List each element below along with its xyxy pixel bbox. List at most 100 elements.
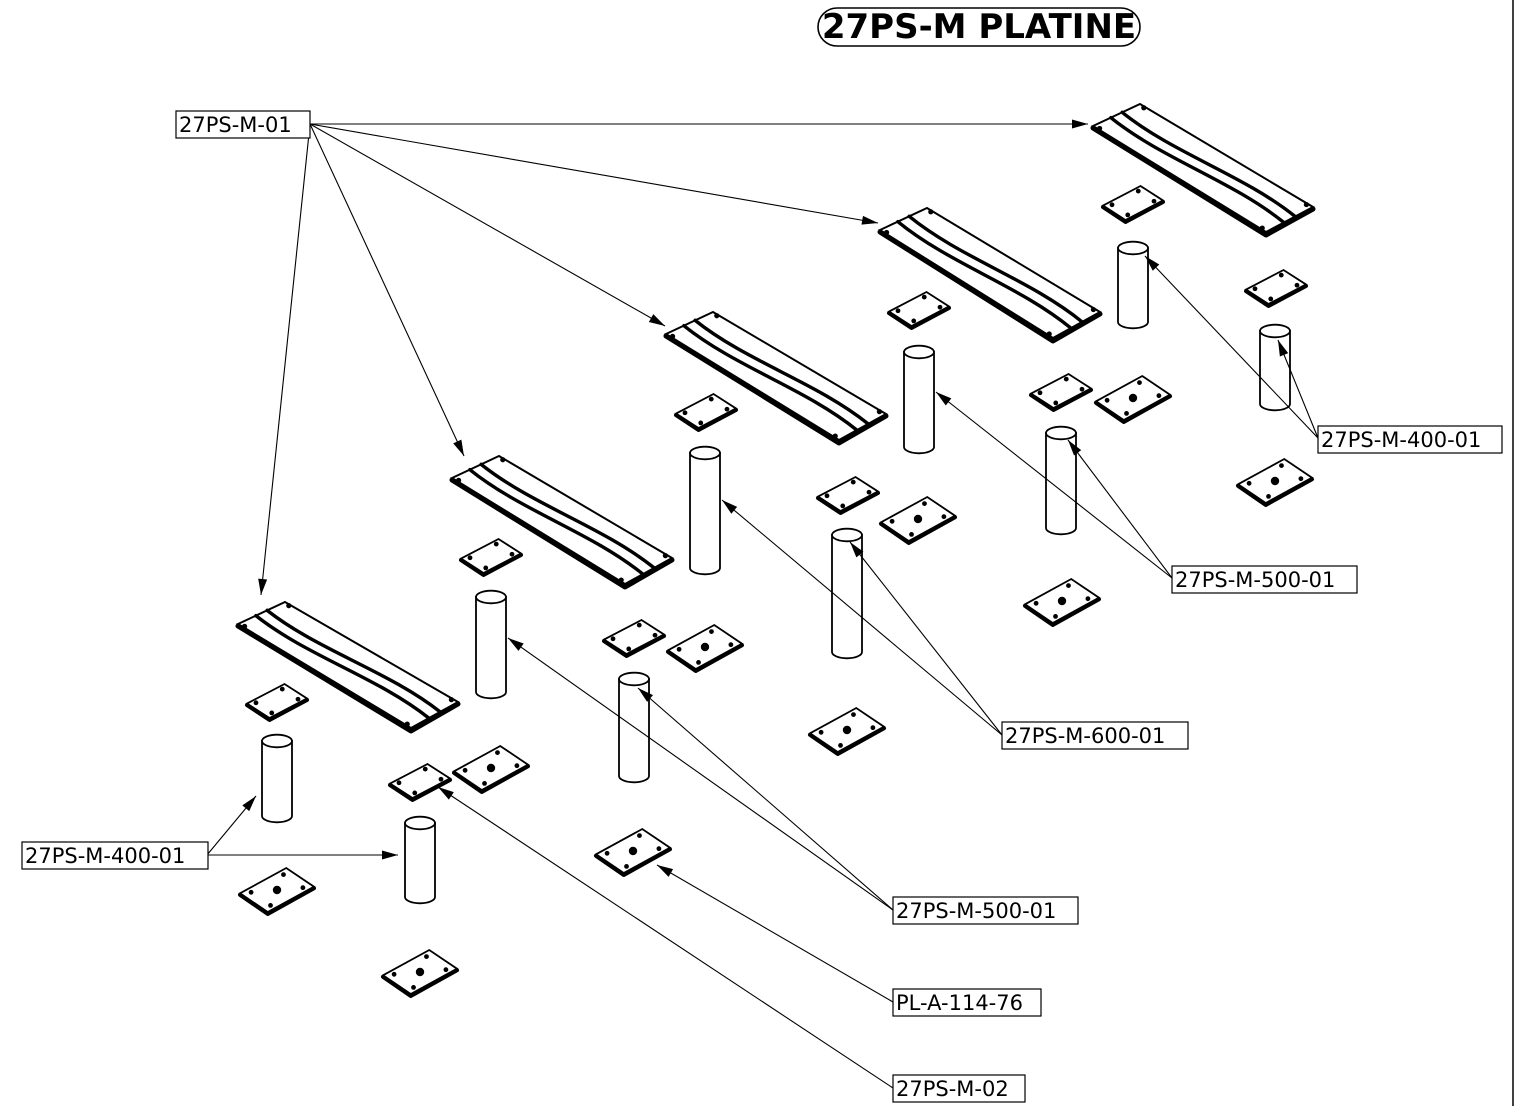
small-plate [594, 827, 672, 877]
plate-groove [693, 318, 870, 426]
center-hole [700, 642, 710, 652]
plate-hole [493, 541, 499, 547]
plate-edge [235, 623, 461, 734]
small-plate [245, 682, 309, 722]
plate-hole [818, 729, 824, 735]
label-27ps-m-500-01-right: 27PS-M-500-01 [1171, 565, 1358, 594]
center-hole [1128, 393, 1138, 403]
small-plate [674, 392, 738, 432]
leader-line [437, 786, 894, 1089]
mounting-hole [928, 209, 934, 215]
plate-hole [850, 479, 856, 485]
plate-hole [467, 555, 473, 561]
plate-edge [663, 333, 889, 446]
small-plate [452, 744, 530, 794]
plate-hole [676, 646, 682, 652]
main-plate [663, 310, 889, 446]
plate-hole [279, 686, 285, 692]
label-27ps-m-02: 27PS-M-02 [892, 1074, 1026, 1103]
mounting-hole [1259, 225, 1265, 231]
small-plate-edge [245, 697, 309, 722]
arrowhead [657, 865, 674, 877]
label-text: 27PS-M-400-01 [1321, 428, 1481, 452]
arrowhead [1068, 440, 1082, 456]
leader-arrowheads [242, 119, 1289, 877]
plate-hole [248, 889, 254, 895]
small-plate-edge [816, 490, 880, 515]
post-top [261, 733, 293, 749]
small-plate-edge [1023, 597, 1101, 627]
post-top [475, 589, 507, 605]
post-body [261, 740, 293, 824]
mounting-hole [1046, 331, 1052, 337]
leader-line [935, 391, 1173, 579]
small-plate [1023, 577, 1101, 627]
post-top [618, 671, 650, 687]
plate-hole [253, 700, 259, 706]
small-plate-edge [1094, 394, 1172, 424]
leader-line [309, 123, 465, 457]
center-hole [913, 514, 923, 524]
plate-hole [610, 636, 616, 642]
arrowhead [638, 688, 654, 702]
plate-hole [824, 493, 830, 499]
post-cylinder [903, 344, 935, 455]
mounting-hole [1141, 105, 1147, 111]
post-top [1117, 240, 1149, 256]
center-hole [1057, 596, 1067, 606]
small-plate-edge [879, 515, 957, 545]
leader-line [309, 123, 879, 224]
plate-hole [889, 518, 895, 524]
arrowhead [258, 578, 268, 595]
plate-hole [1104, 397, 1110, 403]
small-plate-edge [238, 886, 316, 916]
arrowhead [242, 796, 256, 812]
mounting-hole [618, 577, 624, 583]
plate-groove [254, 613, 431, 720]
plate-hole [483, 565, 489, 571]
center-hole [415, 967, 425, 977]
leader-line [1277, 339, 1319, 439]
plate-hole [1066, 583, 1071, 588]
small-plate [1244, 268, 1308, 308]
leader-line [260, 123, 311, 596]
post-body [1117, 247, 1149, 330]
label-text: PL-A-114-76 [896, 991, 1023, 1015]
mounting-hole [1090, 306, 1096, 313]
plate-hole [1279, 463, 1284, 468]
label-text: 27PS-M-02 [896, 1077, 1009, 1101]
arrowhead [861, 215, 878, 225]
mounting-hole [876, 409, 883, 415]
small-plate [459, 537, 523, 577]
plate-hole [509, 551, 515, 557]
small-plate-edge [887, 305, 951, 330]
small-plate-edge [1101, 199, 1165, 224]
small-plate-edge [666, 643, 744, 673]
small-plate-edge [388, 777, 452, 802]
plate-hole [922, 501, 927, 506]
small-plate [381, 948, 459, 998]
plate-hole [1268, 296, 1274, 302]
plate-hole [1298, 476, 1304, 482]
plate-hole [895, 308, 901, 314]
plate-edge [449, 477, 675, 590]
plate-hole [937, 304, 943, 310]
label-text: 27PS-M-01 [179, 113, 292, 137]
small-plate [1236, 457, 1314, 507]
post-cylinder [618, 671, 650, 784]
arrowhead [438, 787, 454, 800]
post-body [618, 678, 650, 784]
plate-hole [1079, 386, 1085, 392]
plate-hole [909, 532, 914, 537]
mounting-hole [662, 553, 669, 559]
label-text: 27PS-M-400-01 [25, 844, 185, 868]
label-pl-a-114-76: PL-A-114-76 [892, 988, 1042, 1017]
label-27ps-m-600-01: 27PS-M-600-01 [1001, 721, 1189, 750]
label-27ps-m-500-01-bottom: 27PS-M-500-01 [892, 896, 1079, 925]
leader-line [309, 123, 666, 327]
leader-line [1144, 255, 1319, 439]
leader-line [656, 864, 894, 1003]
parts-layer [235, 102, 1316, 998]
small-plate [887, 290, 951, 330]
plate-hole [724, 406, 730, 412]
